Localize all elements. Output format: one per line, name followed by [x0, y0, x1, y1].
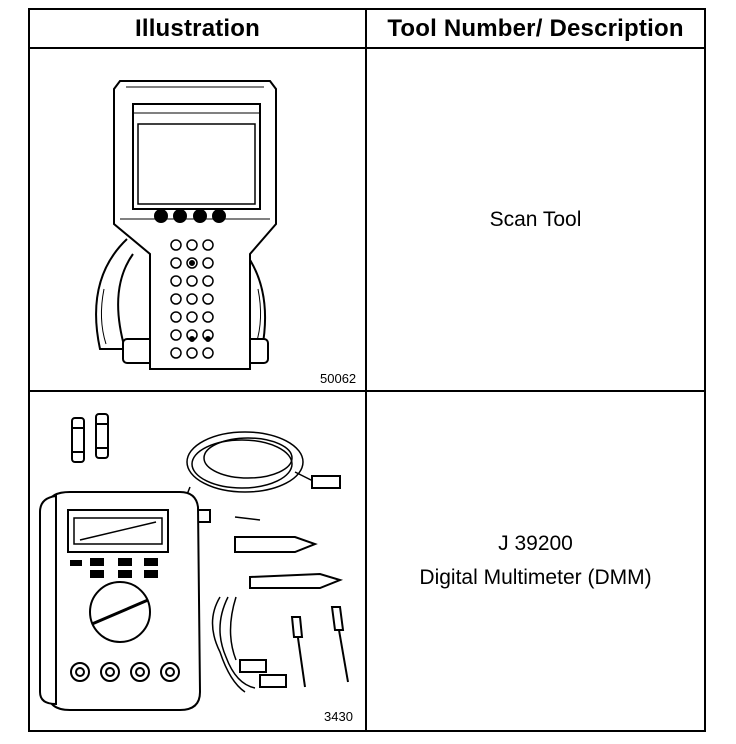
special-tools-table: Illustration Tool Number/ Description: [28, 8, 706, 732]
header-illustration: Illustration: [134, 14, 261, 42]
figure-number: 3430: [324, 709, 353, 724]
figure-number: 50062: [320, 371, 357, 386]
column-divider: [365, 10, 367, 730]
header-tool-description: Tool Number/ Description: [387, 14, 684, 42]
table-row: 3430 J 39200 Digital Multimeter (DMM): [30, 392, 704, 730]
tool-description: Scan Tool: [489, 207, 582, 231]
scan-tool-illustration-icon: [30, 49, 365, 390]
tool-description-cell: J 39200 Digital Multimeter (DMM): [367, 392, 704, 730]
digital-multimeter-illustration-icon: [30, 392, 365, 730]
header-divider: [30, 47, 704, 49]
tool-description: Digital Multimeter (DMM): [419, 566, 652, 589]
tool-number: J 39200: [498, 532, 573, 555]
tool-description-cell: Scan Tool: [367, 49, 704, 390]
table-row: 50062 Scan Tool: [30, 49, 704, 390]
row-divider: [30, 390, 704, 392]
